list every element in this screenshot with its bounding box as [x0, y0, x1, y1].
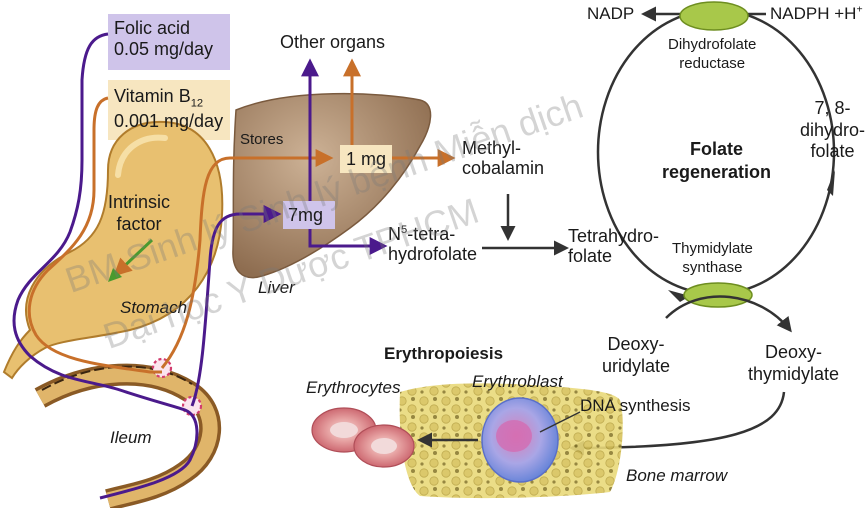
thymidylate-synthase-symbol [683, 282, 753, 308]
folic-acid-name: Folic acid [114, 18, 191, 38]
nadp-label: NADP [587, 4, 635, 23]
nadph-label: NADPH +H+ [770, 3, 863, 23]
bone-marrow-label: Bone marrow [626, 466, 728, 485]
vitamin-b12-name: Vitamin B12 [114, 86, 204, 110]
erythroblast-cell [481, 397, 559, 483]
stomach-label: Stomach [120, 298, 188, 317]
b12-store-amount: 1 mg [346, 149, 387, 169]
b12-pathway-line [27, 96, 162, 374]
folic-acid-box [108, 14, 230, 70]
n5-tetrahydrofolate-label: N5-tetra- hydrofolate [388, 224, 478, 265]
b12-store-box [340, 145, 392, 173]
dna-synthesis-label: DNA synthesis [580, 396, 691, 415]
cycle-arrowhead-right [827, 170, 835, 196]
cycle-arrowhead-bottom [668, 290, 690, 302]
thymidylate-synthase-label: Thymidylate synthase [672, 240, 753, 276]
folate-regeneration-title: Folate regeneration [662, 139, 772, 183]
deoxyuridylate-label: Deoxy- uridylate [602, 334, 671, 376]
dihydrofolate-label: 7, 8- dihydro- folate [800, 98, 866, 162]
folate-to-n5-arrow [308, 229, 388, 255]
erythropoiesis-title: Erythropoiesis [384, 344, 504, 363]
folate-store-box [283, 201, 335, 229]
vitamin-b12-label: Vitamin B12 0.001 mg/day [114, 86, 223, 132]
stores-label: Stores [240, 131, 284, 148]
erythrocyte-cells [311, 407, 415, 468]
dna-synthesis-pointer [539, 411, 581, 433]
deoxythymidylate-label: Deoxy- thymidylate [748, 342, 840, 384]
dihydrofolate-reductase-symbol [679, 1, 749, 31]
ileum-shape [34, 363, 222, 508]
erythroblast-label: Erythroblast [472, 372, 563, 391]
dump-to-dtmp-arrow [665, 295, 792, 333]
other-organs-label: Other organs [280, 32, 386, 52]
erythrocytes-label: Erythrocytes [306, 378, 401, 397]
liver-label: Liver [258, 278, 295, 297]
vitamin-b12-dose: 0.001 mg/day [114, 110, 224, 131]
folate-pathway-line [12, 32, 199, 500]
liver-shape [232, 92, 432, 279]
dihydrofolate-reductase-label: Dihydrofolate reductase [668, 36, 757, 72]
folate-store-amount: 7mg [288, 205, 324, 225]
b12-to-liver-arrow [160, 149, 334, 369]
intrinsic-factor-arrow [113, 238, 154, 277]
methylcobalamin-label: Methyl- cobalamin [462, 138, 545, 179]
folic-acid-dose: 0.05 mg/day [114, 39, 214, 60]
folate-to-liver-arrow [190, 205, 282, 407]
folic-acid-label: Folic acid 0.05 mg/day [114, 18, 213, 60]
dtmp-to-marrow-arrow [569, 391, 786, 456]
intrinsic-factor-arrowhead [108, 268, 122, 282]
stomach-shape [2, 120, 224, 380]
intrinsic-factor-label: Intrinsic factor [108, 192, 171, 234]
ileum-label: Ileum [110, 428, 152, 447]
tetrahydrofolate-label: Tetrahydro- folate [568, 226, 660, 267]
